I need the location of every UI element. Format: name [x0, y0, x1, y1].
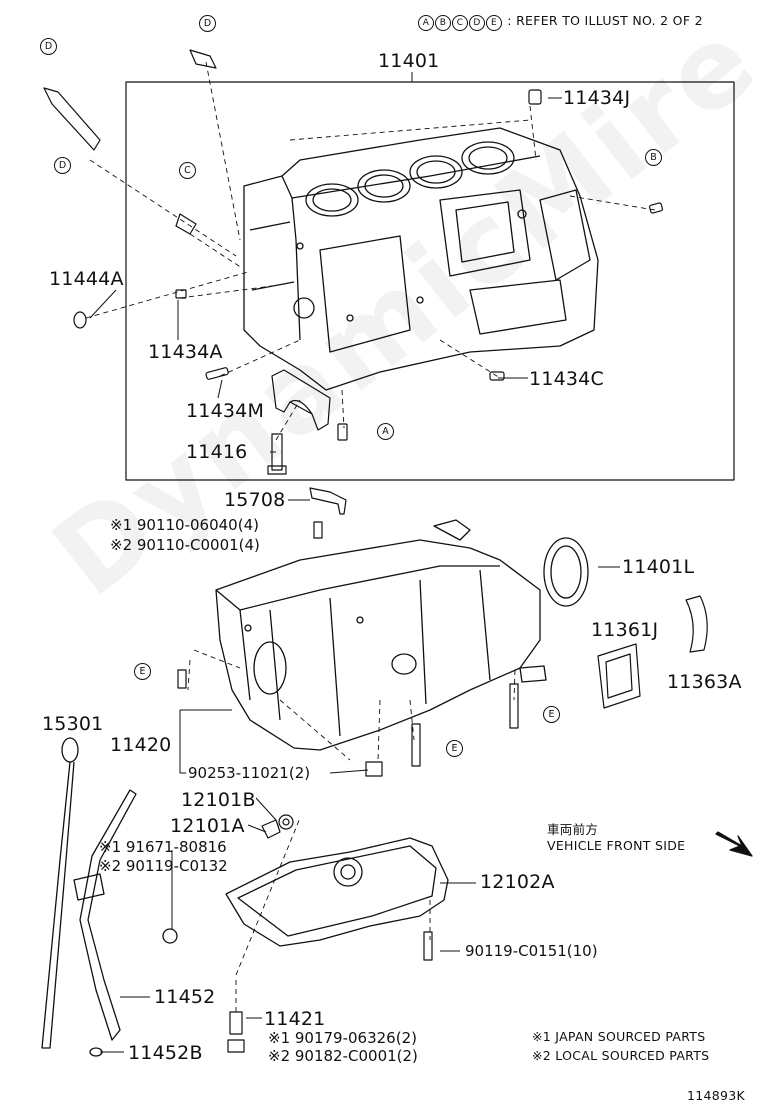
part-11434m: 11434M	[186, 400, 265, 422]
ref-E-icon: E	[486, 15, 502, 31]
part-90253-11021: 90253-11021(2)	[188, 764, 311, 782]
part-11452b: 11452B	[128, 1042, 203, 1064]
oil-strainer	[261, 814, 294, 839]
part-11401l: 11401L	[622, 556, 695, 578]
dipstick-guide	[73, 789, 178, 1057]
part-11416: 11416	[186, 441, 248, 463]
vehicle-front-en: VEHICLE FRONT SIDE	[547, 838, 686, 853]
part-11444a: 11444A	[49, 268, 124, 290]
part-90179-06326: ※1 90179-06326(2)	[268, 1029, 417, 1047]
dipstick	[41, 737, 79, 1049]
callout-e-right: E	[543, 706, 560, 723]
callout-e-mid: E	[446, 740, 463, 757]
part-90110-06040: ※1 90110-06040(4)	[110, 516, 259, 534]
illustration-id: 114893K	[687, 1088, 746, 1103]
part-11420: 11420	[110, 734, 172, 756]
part-12101b: 12101B	[181, 789, 256, 811]
part-90119-c0151: 90119-C0151(10)	[465, 942, 598, 960]
lower-crankcase	[215, 519, 547, 751]
vehicle-front-jp: 車両前方	[547, 822, 599, 837]
ref-A-icon: A	[418, 15, 434, 31]
part-12101a: 12101A	[170, 815, 245, 837]
refer-text: : REFER TO ILLUST NO. 2 OF 2	[507, 13, 703, 28]
part-15708: 15708	[224, 489, 286, 511]
part-12102a: 12102A	[480, 871, 555, 893]
part-90110-c0001: ※2 90110-C0001(4)	[110, 536, 260, 554]
leader-lines	[89, 72, 620, 1053]
callout-d-left2: D	[54, 157, 71, 174]
dashed-lines	[85, 61, 656, 1012]
part-11361j: 11361J	[591, 619, 659, 641]
part-11452: 11452	[154, 986, 216, 1008]
part-91671-80816: ※1 91671-80816	[99, 838, 227, 856]
oil-seal	[543, 537, 589, 607]
note-japan-sourced: ※1 JAPAN SOURCED PARTS	[532, 1029, 706, 1044]
callout-d-top: D	[199, 15, 216, 32]
part-11434a: 11434A	[148, 341, 223, 363]
ref-C-icon: C	[452, 15, 468, 31]
callout-e-left: E	[134, 663, 151, 680]
block-group-frame	[125, 81, 735, 481]
ref-D-icon: D	[469, 15, 485, 31]
part-11421: 11421	[264, 1008, 326, 1030]
ref-B-icon: B	[435, 15, 451, 31]
part-90182-c0001: ※2 90182-C0001(2)	[268, 1047, 418, 1065]
note-local-sourced: ※2 LOCAL SOURCED PARTS	[532, 1048, 710, 1063]
bolts	[43, 49, 663, 1053]
callout-a: A	[377, 423, 394, 440]
part-15301: 15301	[42, 713, 104, 735]
part-11434j: 11434J	[563, 87, 631, 109]
part-11401: 11401	[378, 50, 440, 72]
part-90119-c0132: ※2 90119-C0132	[99, 857, 228, 875]
part-11434c: 11434C	[529, 368, 604, 390]
callout-c: C	[179, 162, 196, 179]
gasket-plate	[597, 643, 641, 709]
front-arrow	[715, 831, 753, 857]
thrust-washer	[685, 595, 708, 653]
callout-b: B	[645, 149, 662, 166]
oil-pan	[225, 837, 449, 947]
bearing-cap	[271, 369, 331, 431]
callout-d-left1: D	[40, 38, 57, 55]
part-11363a: 11363A	[667, 671, 742, 693]
cylinder-block	[243, 127, 599, 391]
